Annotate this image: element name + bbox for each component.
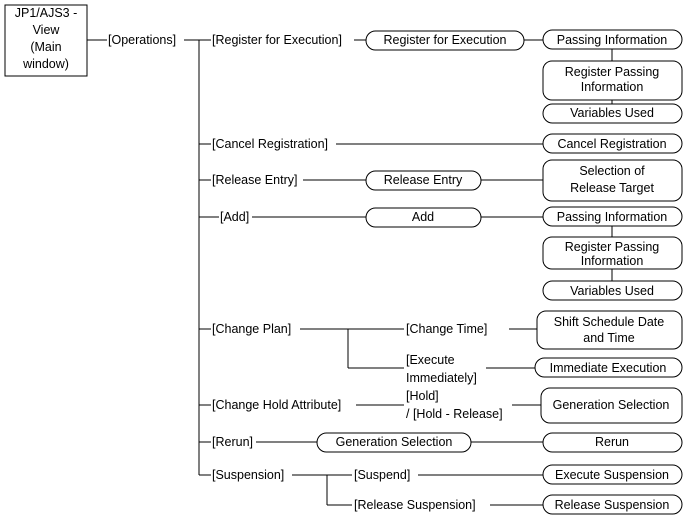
item-suspend: [Suspend] — [354, 468, 410, 482]
window-generation-selection: Generation Selection — [540, 387, 683, 424]
item-change-time: [Change Time] — [406, 322, 487, 336]
dialog-add-label: Add — [412, 210, 434, 224]
connector-lines — [87, 39, 613, 506]
window-register-passing-information-2: Register Passing Information — [542, 236, 683, 270]
window-execute-suspension-label: Execute Suspension — [555, 468, 669, 482]
item-hold-release: / [Hold - Release] — [406, 407, 503, 421]
item-hold: [Hold] — [406, 389, 439, 403]
dialog-release-entry: Release Entry — [365, 170, 482, 191]
item-add: [Add] — [220, 210, 249, 224]
window-variables-used-2: Variables Used — [542, 280, 683, 301]
item-execute-immediately-2: Immediately] — [406, 371, 477, 385]
window-selection-of-release-target-line-1: Selection of — [579, 164, 645, 178]
window-release-suspension-label: Release Suspension — [555, 498, 670, 512]
item-register-for-execution: [Register for Execution] — [212, 33, 342, 47]
window-rerun: Rerun — [542, 432, 683, 453]
item-cancel-registration: [Cancel Registration] — [212, 137, 328, 151]
window-register-passing-information-2-line-1: Register Passing — [565, 240, 660, 254]
window-passing-information-1: Passing Information — [542, 29, 683, 50]
window-variables-used-1: Variables Used — [542, 103, 683, 124]
window-shift-schedule-line-2: and Time — [583, 331, 634, 345]
window-selection-of-release-target: Selection of Release Target — [542, 159, 683, 202]
dialog-generation-selection-label: Generation Selection — [336, 435, 453, 449]
dialog-release-entry-label: Release Entry — [384, 173, 463, 187]
window-immediate-execution-label: Immediate Execution — [550, 361, 667, 375]
item-rerun: [Rerun] — [212, 435, 253, 449]
item-change-plan: [Change Plan] — [212, 322, 291, 336]
root-line-3: (Main — [30, 40, 61, 54]
dialog-register-for-execution-label: Register for Execution — [384, 33, 507, 47]
item-release-entry: [Release Entry] — [212, 173, 297, 187]
root-line-1: JP1/AJS3 - — [15, 6, 78, 20]
dialog-register-for-execution: Register for Execution — [365, 30, 525, 51]
window-release-suspension: Release Suspension — [542, 494, 683, 515]
window-selection-of-release-target-line-2: Release Target — [570, 181, 654, 195]
window-register-passing-information-2-line-2: Information — [581, 254, 644, 268]
window-immediate-execution: Immediate Execution — [534, 357, 683, 378]
item-suspension: [Suspension] — [212, 468, 284, 482]
window-variables-used-1-label: Variables Used — [570, 106, 654, 120]
dialog-add: Add — [365, 207, 482, 228]
window-generation-selection-label: Generation Selection — [553, 398, 670, 412]
operations-menu-label: [Operations] — [108, 33, 176, 47]
root-line-4: window) — [22, 57, 69, 71]
window-shift-schedule-line-1: Shift Schedule Date — [554, 315, 665, 329]
window-register-passing-information-1-line-1: Register Passing — [565, 65, 660, 79]
window-passing-information-2-label: Passing Information — [557, 210, 668, 224]
window-passing-information-2: Passing Information — [542, 206, 683, 227]
window-rerun-label: Rerun — [595, 435, 629, 449]
window-cancel-registration: Cancel Registration — [542, 133, 683, 154]
window-execute-suspension: Execute Suspension — [542, 464, 683, 485]
window-register-passing-information-1: Register Passing Information — [542, 60, 683, 101]
item-change-hold-attribute: [Change Hold Attribute] — [212, 398, 341, 412]
window-register-passing-information-1-line-2: Information — [581, 80, 644, 94]
window-cancel-registration-label: Cancel Registration — [557, 137, 666, 151]
window-shift-schedule-date-and-time: Shift Schedule Date and Time — [536, 310, 683, 350]
item-release-suspension: [Release Suspension] — [354, 498, 476, 512]
dialog-generation-selection: Generation Selection — [316, 432, 472, 453]
window-passing-information-1-label: Passing Information — [557, 33, 668, 47]
root-line-2: View — [33, 23, 61, 37]
root-window-node: JP1/AJS3 - View (Main window) — [4, 4, 88, 77]
window-variables-used-2-label: Variables Used — [570, 284, 654, 298]
item-execute-immediately-1: [Execute — [406, 353, 455, 367]
